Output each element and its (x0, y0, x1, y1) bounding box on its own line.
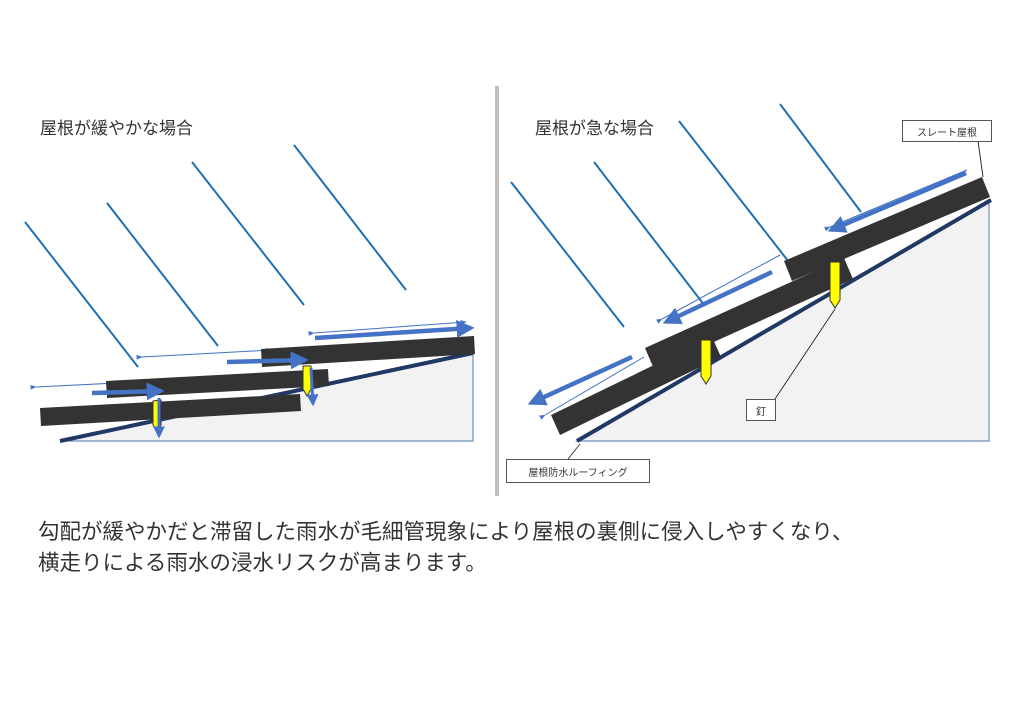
slate-piece (645, 258, 853, 369)
slate-piece (784, 177, 990, 281)
rain-line (779, 103, 862, 213)
capillary-flow-arrow (226, 351, 309, 370)
nail (700, 339, 712, 385)
runoff-arrow (662, 269, 773, 325)
rain-line (24, 221, 139, 368)
rain-line (293, 144, 407, 291)
roofing-label: 屋根防水ルーフィング (506, 459, 650, 483)
slate-roof-label: スレート屋根 (902, 120, 992, 142)
slate-piece (40, 394, 301, 426)
callout-leader (567, 443, 581, 460)
right-panel-title: 屋根が急な場合 (535, 119, 654, 139)
nail (302, 365, 312, 398)
slate-piece (551, 337, 721, 435)
left-panel-diagram (24, 144, 475, 443)
nail (829, 261, 841, 309)
water-flow-thin-arrow (539, 356, 645, 420)
rain-lines (24, 144, 407, 368)
caption-line: 横走りによる雨水の浸水リスクが高まります。 (38, 551, 487, 576)
water-flow-thin-arrow (136, 347, 273, 360)
callout-leader (977, 140, 984, 178)
slate-piece (261, 336, 475, 367)
roofing-underlay (575, 198, 993, 443)
rain-line (678, 120, 793, 267)
rain-line (106, 202, 219, 347)
rain-line (510, 181, 625, 328)
water-flow-thin-arrow (824, 169, 968, 232)
nail-label: 釘 (746, 399, 776, 421)
capillary-flow-arrow (314, 319, 475, 341)
left-panel-title: 屋根が緩やかな場合 (40, 119, 193, 139)
rain-lines (510, 103, 862, 328)
capillary-flow-arrow (91, 382, 165, 401)
rain-line (191, 161, 305, 306)
caption: 勾配が緩やかだと滞留した雨水が毛細管現象により屋根の裏側に侵入しやすくなり、 横… (38, 517, 1013, 579)
caption-line: 勾配が緩やかだと滞留した雨水が毛細管現象により屋根の裏側に侵入しやすくなり、 (38, 520, 854, 545)
callout-leader (774, 308, 836, 400)
right-panel-diagram (510, 103, 993, 460)
rain-line (593, 161, 706, 307)
water-flow-thin-arrow (308, 319, 467, 336)
runoff-arrow (527, 354, 633, 406)
runoff-arrow (827, 170, 967, 233)
infiltration-arrow (306, 367, 319, 407)
